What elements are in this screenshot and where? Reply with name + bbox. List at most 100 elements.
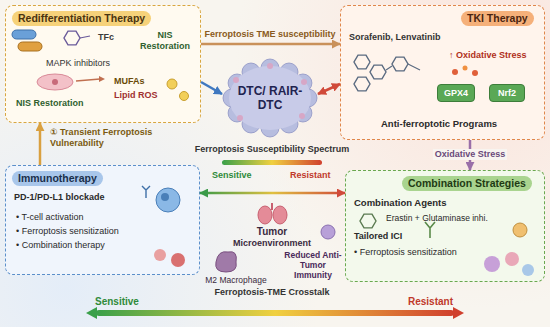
scale-end: Sensitive xyxy=(212,170,252,181)
therapy-panel: TKI TherapySorafenib, Lenvatinib ↑ Oxidat… xyxy=(340,5,545,140)
molecule-ring xyxy=(392,57,408,71)
cell-nucleus xyxy=(52,79,58,85)
text-slot: NIS Restoration xyxy=(16,98,84,109)
connector-arrow xyxy=(201,82,222,94)
agent-icon xyxy=(513,223,527,237)
tumor-cell xyxy=(154,249,166,261)
factor-label: TFc xyxy=(98,32,114,43)
ros-dot xyxy=(472,70,478,76)
item-label: ↑ Oxidative Stress xyxy=(449,50,527,61)
text-slot: Tailored ICI xyxy=(354,231,402,242)
text-slot: ① Transient Ferroptosis Vulnerability xyxy=(50,127,190,149)
pathway-arrowhead xyxy=(99,76,105,82)
text-slot: Sensitive xyxy=(95,296,139,308)
lipid-droplet xyxy=(167,79,177,89)
text-slot: Lipid ROS xyxy=(114,90,158,101)
drug-label: Sorafenib, Lenvatinib xyxy=(349,32,441,43)
tumor-spot xyxy=(237,115,243,121)
scale-end: Resistant xyxy=(408,296,453,308)
text-slot: Anti-ferroptotic Programs xyxy=(381,118,497,129)
text-slot: Resistant xyxy=(290,170,331,181)
molecule-ring xyxy=(354,55,370,69)
text-slot: Resistant xyxy=(408,296,453,308)
tumor-blob: DTC/ RAIR-DTC xyxy=(222,58,318,138)
item-label: MUFAs xyxy=(114,76,145,87)
therapy-panel: Redifferentiation TherapyTFcNIS Restorat… xyxy=(5,5,201,123)
text-slot: Combination Strategies xyxy=(402,176,532,191)
tumor-label: DTC/ RAIR-DTC xyxy=(232,84,308,113)
spectrum-bar xyxy=(222,160,322,165)
text-slot: • Ferroptosis sensitization xyxy=(16,226,119,237)
spectrum-title: Ferroptosis Susceptibility Spectrum xyxy=(195,144,350,155)
bar-arrowhead xyxy=(453,307,464,319)
text-slot: Microenvironment xyxy=(233,238,311,249)
t-cell-nucleus xyxy=(161,193,169,201)
text-slot: GPX4 xyxy=(438,85,474,101)
text-slot: Reduced Anti-Tumor Immunity xyxy=(283,250,343,281)
bullet-item: • Ferroptosis sensitization xyxy=(16,226,119,237)
text-slot: • Ferroptosis sensitization xyxy=(354,247,457,258)
gene-name: Nrf2 xyxy=(498,88,516,99)
text-slot: M2 Macrophage xyxy=(205,275,266,285)
tumor-spot xyxy=(233,77,239,83)
bullet-item: • Combination therapy xyxy=(16,240,105,251)
drug-capsule xyxy=(18,42,42,51)
panel-heading: Redifferentiation Therapy xyxy=(12,11,151,26)
molecule-ring xyxy=(354,77,370,91)
scale-end: Resistant xyxy=(290,170,331,181)
text-slot: MAPK inhibitors xyxy=(46,58,110,69)
cell-icon xyxy=(505,252,519,266)
tumor-spot xyxy=(299,113,305,119)
macrophage-icon xyxy=(216,252,237,272)
immune-cell-icon xyxy=(321,225,335,239)
lung-lobe xyxy=(258,206,272,224)
edge-label: Ferroptosis TME susceptibility xyxy=(204,29,335,40)
tumor-core xyxy=(229,66,311,130)
text-slot: NIS Restoration xyxy=(134,30,196,52)
item-label: MAPK inhibitors xyxy=(46,58,110,69)
bullet-item: • T-cell activation xyxy=(16,212,84,223)
cell-label: M2 Macrophage xyxy=(205,275,266,285)
tumor-cell xyxy=(171,253,185,267)
antibody-symbol xyxy=(142,186,150,198)
therapy-panel: ImmunotherapyPD-1/PD-L1 blockade • T-cell… xyxy=(5,165,200,275)
ros-dot xyxy=(463,66,468,71)
text-slot: Redifferentiation Therapy xyxy=(12,11,151,26)
item-label: Tailored ICI xyxy=(354,231,402,242)
panel-heading: Combination Strategies xyxy=(402,176,532,191)
therapy-panel: Combination StrategiesCombination Agents… xyxy=(345,170,545,282)
spectrum-bar xyxy=(96,310,454,316)
gene-name: GPX4 xyxy=(444,88,468,99)
text-slot: Combination Agents xyxy=(354,197,447,208)
tumor-spot xyxy=(267,63,273,69)
connector-arrow xyxy=(318,84,340,94)
cell-icon xyxy=(37,74,73,90)
item-label: NIS Restoration xyxy=(16,98,84,109)
lung-lobe xyxy=(273,206,287,224)
cell-icon xyxy=(484,256,500,272)
text-slot: • T-cell activation xyxy=(16,212,84,223)
text-slot: Immunotherapy xyxy=(12,171,103,186)
edge-label: Oxidative Stress xyxy=(433,149,508,160)
item-label: PD-1/PD-L1 blockade xyxy=(14,192,105,203)
pathway-arrow xyxy=(76,79,100,81)
connector-arrow xyxy=(39,123,42,165)
drug-capsule xyxy=(12,30,36,39)
text-slot: TFc xyxy=(98,32,114,43)
text-slot: Tumor xyxy=(257,226,287,238)
cell-icon xyxy=(522,264,534,276)
text-slot: Ferroptosis-TME Crosstalk xyxy=(214,287,329,298)
text-slot: MUFAs xyxy=(114,76,145,87)
panel-heading: TKI Therapy xyxy=(461,11,534,26)
text-slot: Sorafenib, Lenvatinib xyxy=(349,32,441,43)
text-slot: Sensitive xyxy=(212,170,252,181)
edge-label: ① Transient Ferroptosis Vulnerability xyxy=(50,127,190,149)
molecule-bond xyxy=(80,36,90,38)
item-label: Combination Agents xyxy=(354,197,447,208)
molecule-bond xyxy=(408,64,420,70)
text-slot: TKI Therapy xyxy=(461,11,534,26)
